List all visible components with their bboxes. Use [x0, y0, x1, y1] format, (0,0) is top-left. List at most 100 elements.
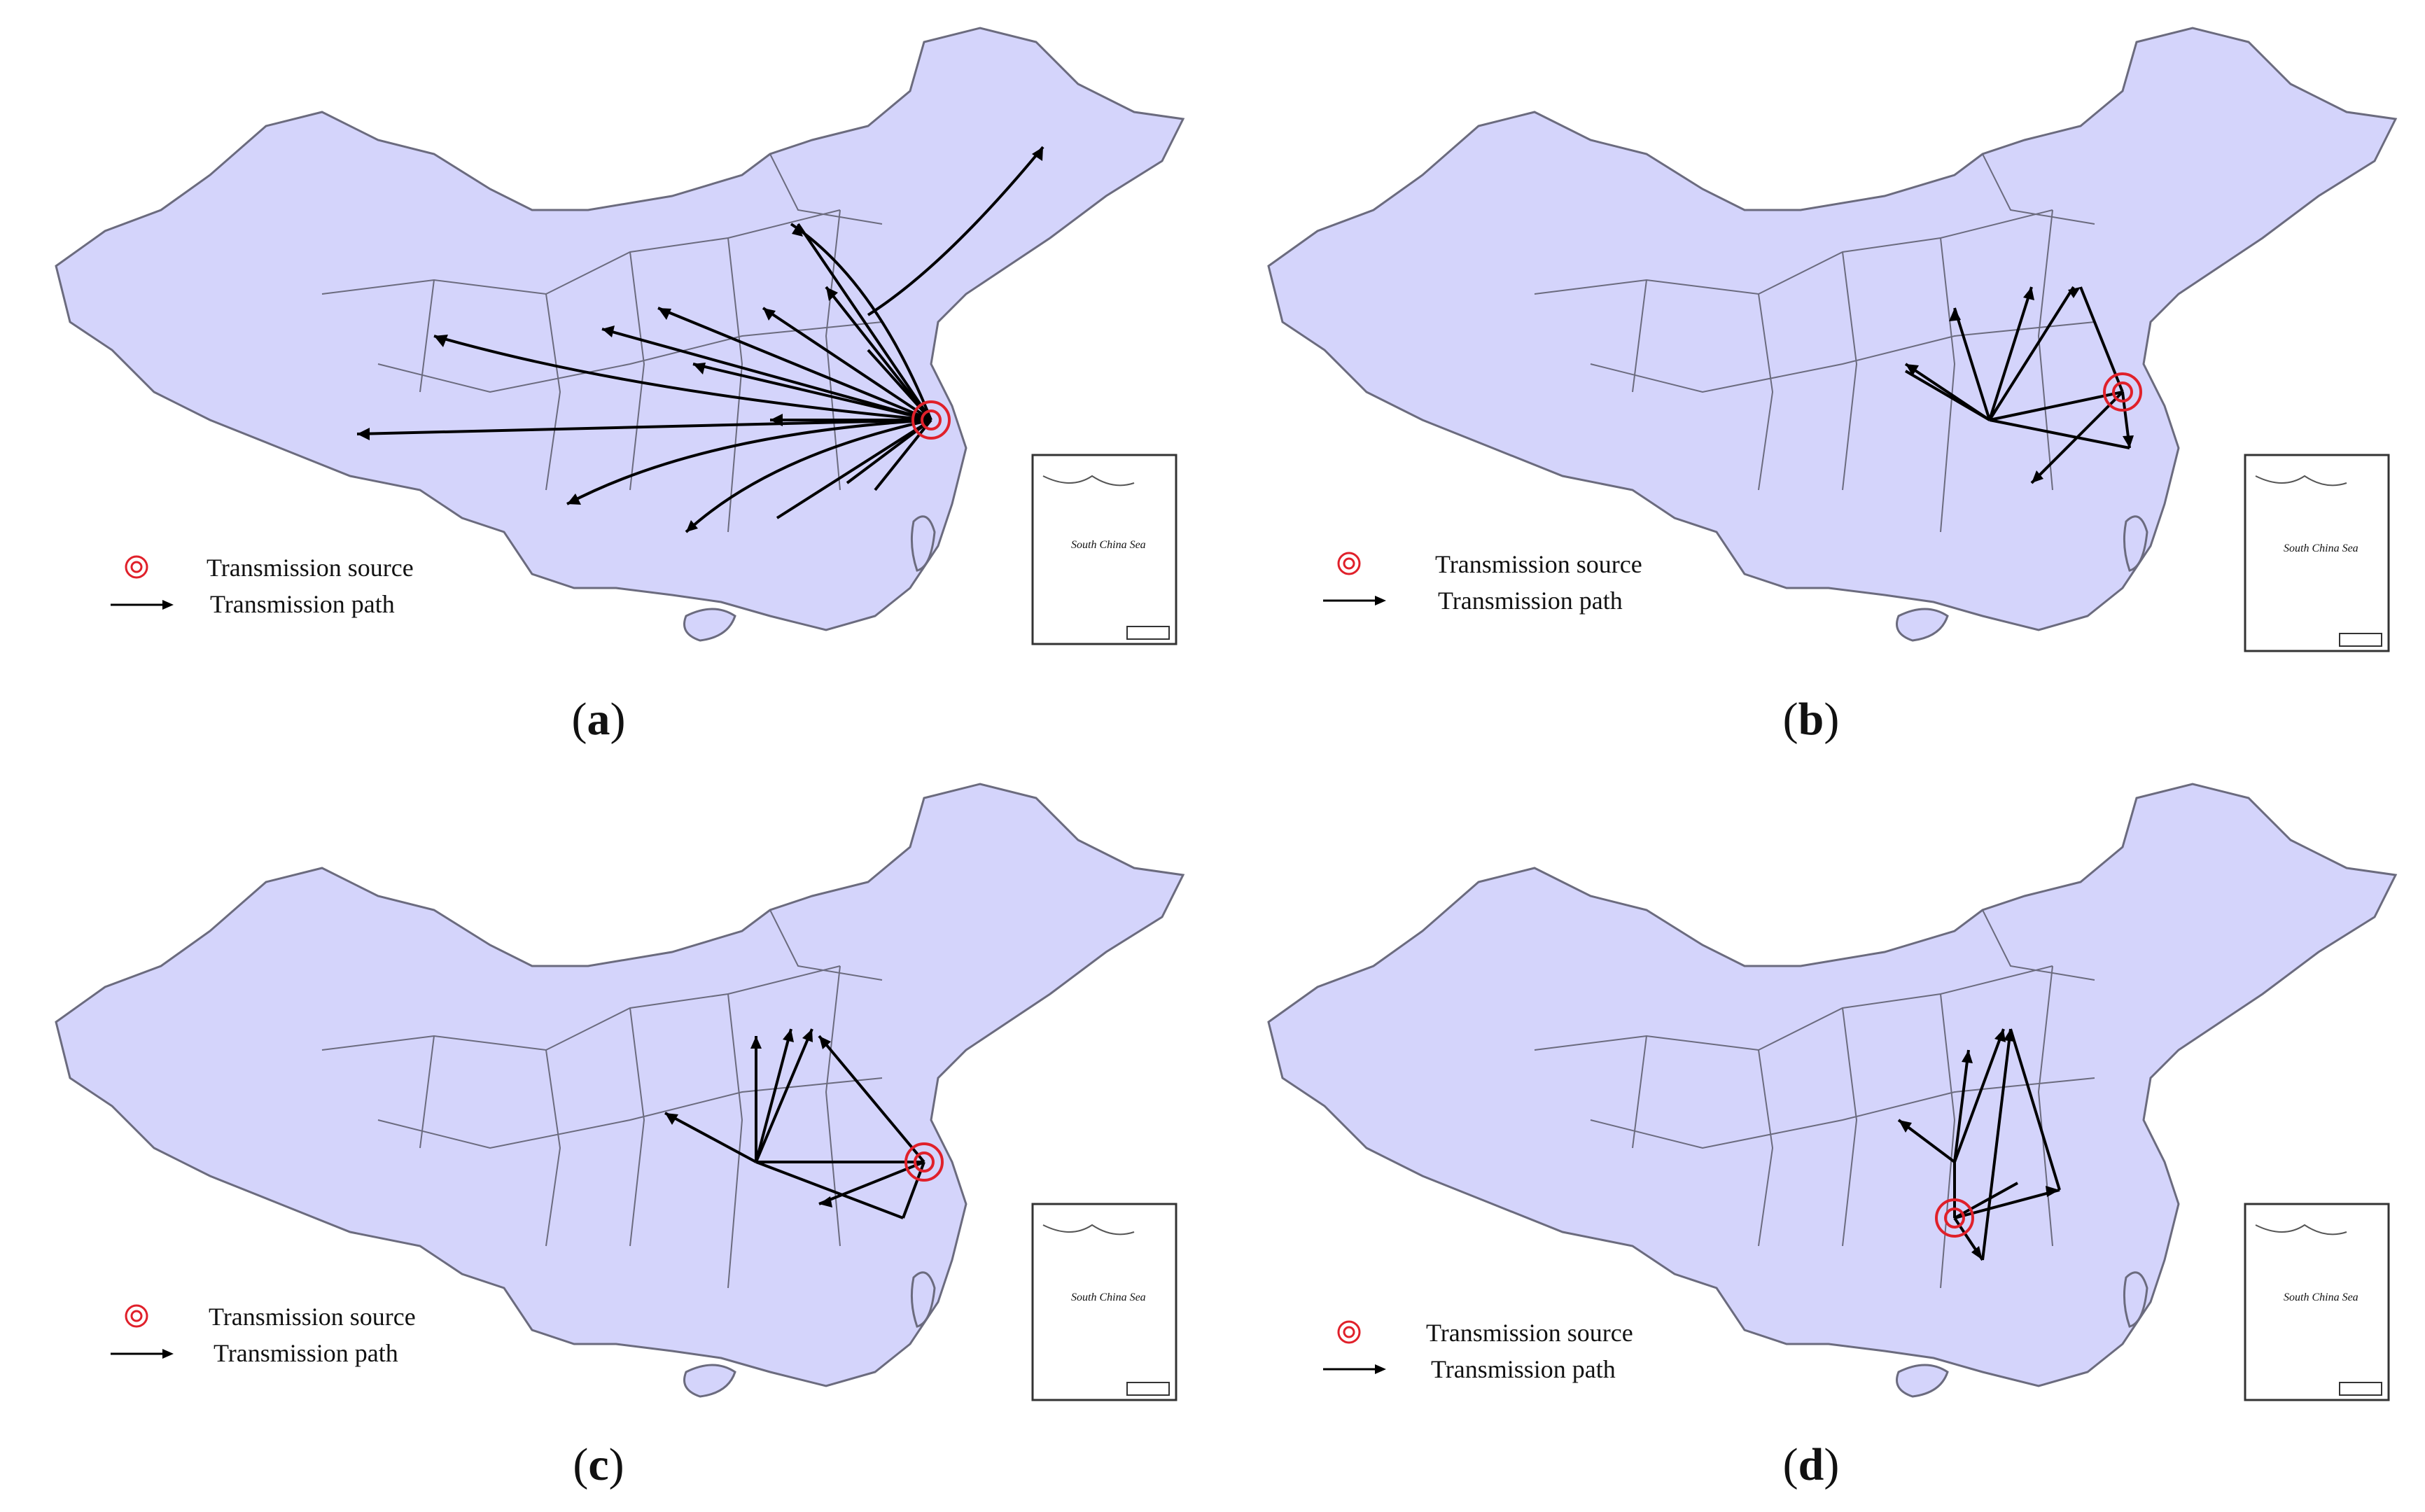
path-arrow [664, 1112, 757, 1163]
china-map [55, 783, 1185, 1398]
arrowhead [1906, 364, 1919, 376]
arrowheads [1899, 1029, 2060, 1260]
path-arrow [685, 419, 932, 533]
caption-d: (d) [1782, 1439, 1840, 1490]
arrowhead [819, 1196, 832, 1208]
province-lines [1534, 153, 2095, 533]
path-arrow [1989, 391, 2123, 421]
source-ring-outer [904, 1142, 944, 1182]
inset-south-china-sea-a [1031, 454, 1177, 645]
path-arrow [776, 419, 932, 519]
source-marker-c [904, 1142, 944, 1182]
transmission-paths [356, 146, 1044, 533]
map-panel-b [1267, 27, 2398, 652]
path-arrow [755, 1161, 904, 1219]
arrowhead [658, 308, 671, 320]
inset-south-china-sea-c [1031, 1203, 1177, 1401]
china-map [1267, 27, 2398, 642]
inset-south-china-sea-b [2244, 454, 2390, 652]
inset-coast [2255, 475, 2347, 486]
province-lines [321, 909, 883, 1289]
taiwan-island [2123, 1271, 2148, 1328]
panel-a: Transmission source Transmission path So… [0, 0, 1212, 756]
source-marker-d [1935, 1198, 1974, 1238]
concentric-circles-icon [1337, 1320, 1361, 1344]
source-marker-a [911, 400, 951, 440]
source-ring-inner [914, 1152, 935, 1172]
path-arrow [433, 335, 932, 421]
concentric-circles-icon [125, 1304, 148, 1328]
source-marker-b [2103, 372, 2142, 412]
arrowhead [1962, 1050, 1973, 1063]
panel-c: Transmission source Transmission path So… [0, 756, 1212, 1512]
arrow-icon-head [162, 1349, 174, 1359]
inset-sea-label: South China Sea [2284, 1292, 2358, 1303]
hainan-island [1896, 608, 1949, 642]
path-arrow [1988, 286, 2033, 421]
concentric-circles-icon [1337, 552, 1361, 575]
province-lines [321, 153, 883, 533]
inset-frame [1031, 1203, 1177, 1401]
concentric-circles-icon-inner [1343, 557, 1355, 570]
arrowhead [783, 1029, 794, 1042]
arrowhead [1949, 308, 1961, 321]
arrowhead [602, 326, 615, 337]
inset-scale-box [2339, 633, 2382, 647]
taiwan-island [2123, 515, 2148, 572]
arrow-icon-head [1375, 596, 1386, 606]
hainan-island [1896, 1364, 1949, 1398]
path-arrow [692, 363, 932, 421]
legend-source-label: Transmission source [1435, 550, 1642, 578]
source-ring-outer [1935, 1198, 1974, 1238]
arrowhead [665, 1113, 678, 1125]
path-arrow [1954, 1182, 2018, 1219]
arrowhead [750, 1036, 762, 1049]
province-lines [1534, 909, 2095, 1289]
inset-coast [1042, 1224, 1135, 1236]
arrowhead [819, 1036, 831, 1049]
source-ring-inner [2112, 382, 2133, 402]
path-arrow [356, 419, 932, 435]
path-arrow [1981, 1028, 2012, 1261]
arrow-icon-head [162, 600, 174, 610]
legend-icons-a [111, 555, 174, 610]
caption-a: (a) [571, 694, 626, 745]
path-arrow [762, 307, 932, 421]
hainan-island [683, 608, 736, 642]
arrowhead [1971, 1246, 1983, 1260]
arrowhead [686, 520, 698, 532]
path-arrow [1953, 307, 1991, 421]
arrowheads [1906, 287, 2134, 483]
concentric-circles-icon [125, 555, 148, 579]
path-arrow [1989, 419, 2130, 449]
path-arrow [1904, 370, 1991, 421]
arrowhead [802, 1029, 813, 1042]
path-arrow [818, 1035, 925, 1163]
map-panel-d [1267, 783, 2398, 1401]
path-arrow [566, 419, 932, 505]
arrowhead [1032, 147, 1043, 161]
legend-source-label: Transmission source [207, 554, 414, 582]
path-arrow [601, 328, 932, 421]
arrowheads [665, 1029, 832, 1208]
source-ring-inner [921, 410, 942, 430]
arrowhead [2123, 435, 2134, 448]
arrowhead [770, 414, 783, 426]
legend-path-label: Transmission path [210, 590, 395, 618]
inset-scale-box [2339, 1382, 2382, 1396]
panel-b: Transmission source Transmission path So… [1212, 0, 2425, 756]
path-arrow [874, 419, 932, 491]
arrowhead [2032, 470, 2043, 483]
taiwan-island [910, 515, 936, 572]
source-ring-outer [911, 400, 951, 440]
arrowhead [2004, 1029, 2014, 1042]
legend-path-label: Transmission path [214, 1339, 398, 1367]
map-panel-c [55, 783, 1185, 1401]
arrowhead [763, 308, 776, 321]
arrowhead [2068, 287, 2081, 298]
caption-letter: c [588, 1439, 609, 1490]
path-arrow [797, 223, 932, 421]
path-arrow [867, 349, 932, 421]
path-arrow [755, 1028, 792, 1163]
path-arrow [790, 223, 932, 421]
